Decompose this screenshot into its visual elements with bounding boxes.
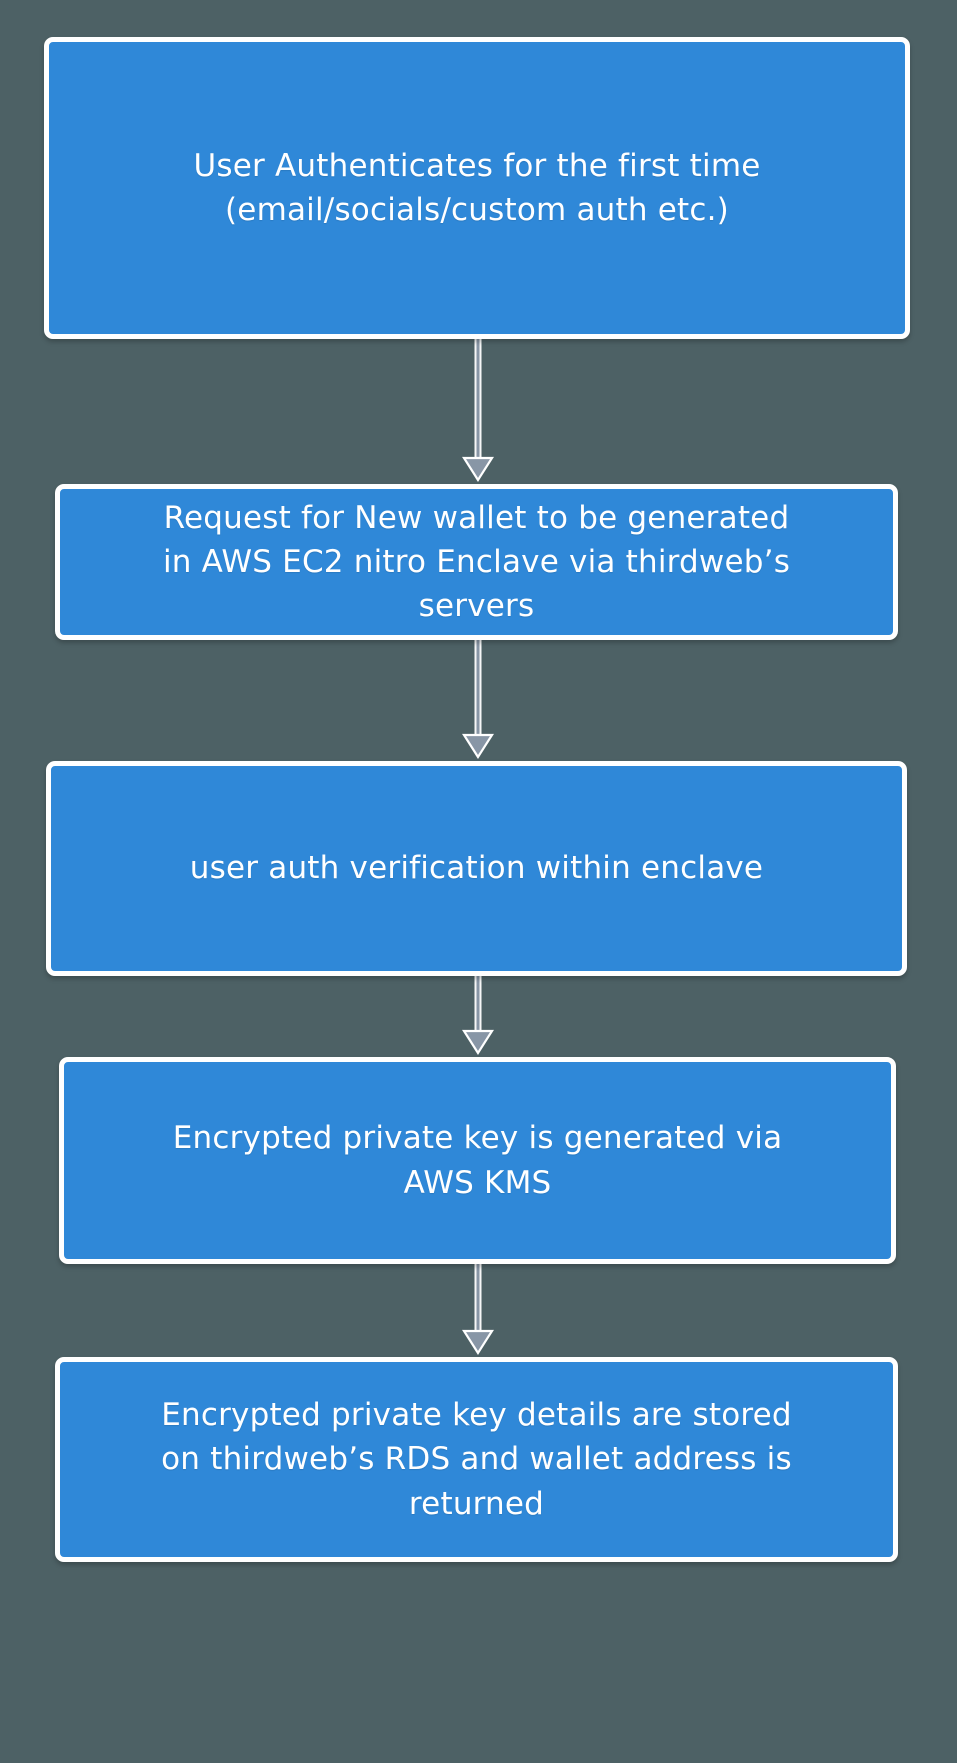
flow-node-label: user auth verification within enclave <box>189 850 764 887</box>
edge-node2-to-node3 <box>461 976 495 1056</box>
arrowhead-icon <box>461 1029 495 1056</box>
arrowhead-icon <box>461 456 495 483</box>
flow-node-label: User Authenticates for the first time (e… <box>193 147 761 228</box>
arrowhead-icon <box>461 1329 495 1356</box>
flow-node-label: Encrypted private key details are stored… <box>161 1397 792 1522</box>
flow-node-request-new-wallet[interactable]: Request for New wallet to be generated i… <box>55 484 898 640</box>
flow-node-label: Request for New wallet to be generated i… <box>162 499 791 624</box>
edge-node3-to-node4 <box>461 1264 495 1356</box>
edge-node1-to-node2 <box>461 640 495 760</box>
flow-node-label: Encrypted private key is generated via A… <box>172 1120 783 1201</box>
flow-node-encrypted-key-generated[interactable]: Encrypted private key is generated via A… <box>59 1057 896 1264</box>
flow-node-key-details-stored[interactable]: Encrypted private key details are stored… <box>55 1357 898 1562</box>
flow-node-user-auth-verification[interactable]: user auth verification within enclave <box>46 761 907 976</box>
edge-node0-to-node1 <box>461 339 495 483</box>
flow-node-user-authenticates[interactable]: User Authenticates for the first time (e… <box>44 37 910 339</box>
arrowhead-icon <box>461 733 495 760</box>
